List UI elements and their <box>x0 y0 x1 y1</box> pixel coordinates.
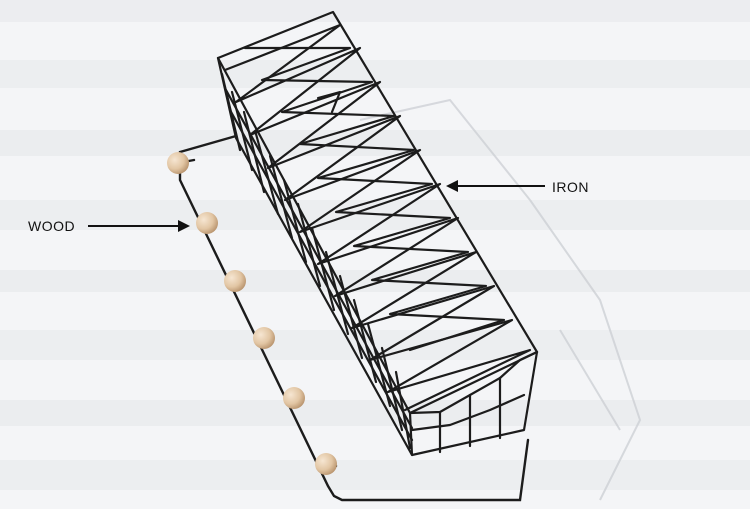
iron-arrow <box>446 180 545 192</box>
iron-wire-basket <box>216 10 539 457</box>
rack-shadow <box>359 98 642 501</box>
wood-arrow <box>88 220 190 232</box>
wooden-ball-pegs <box>167 152 337 475</box>
wood-callout-label: WOOD <box>28 218 76 234</box>
light-stripes <box>0 0 750 490</box>
iron-callout-label: IRON <box>552 179 589 195</box>
